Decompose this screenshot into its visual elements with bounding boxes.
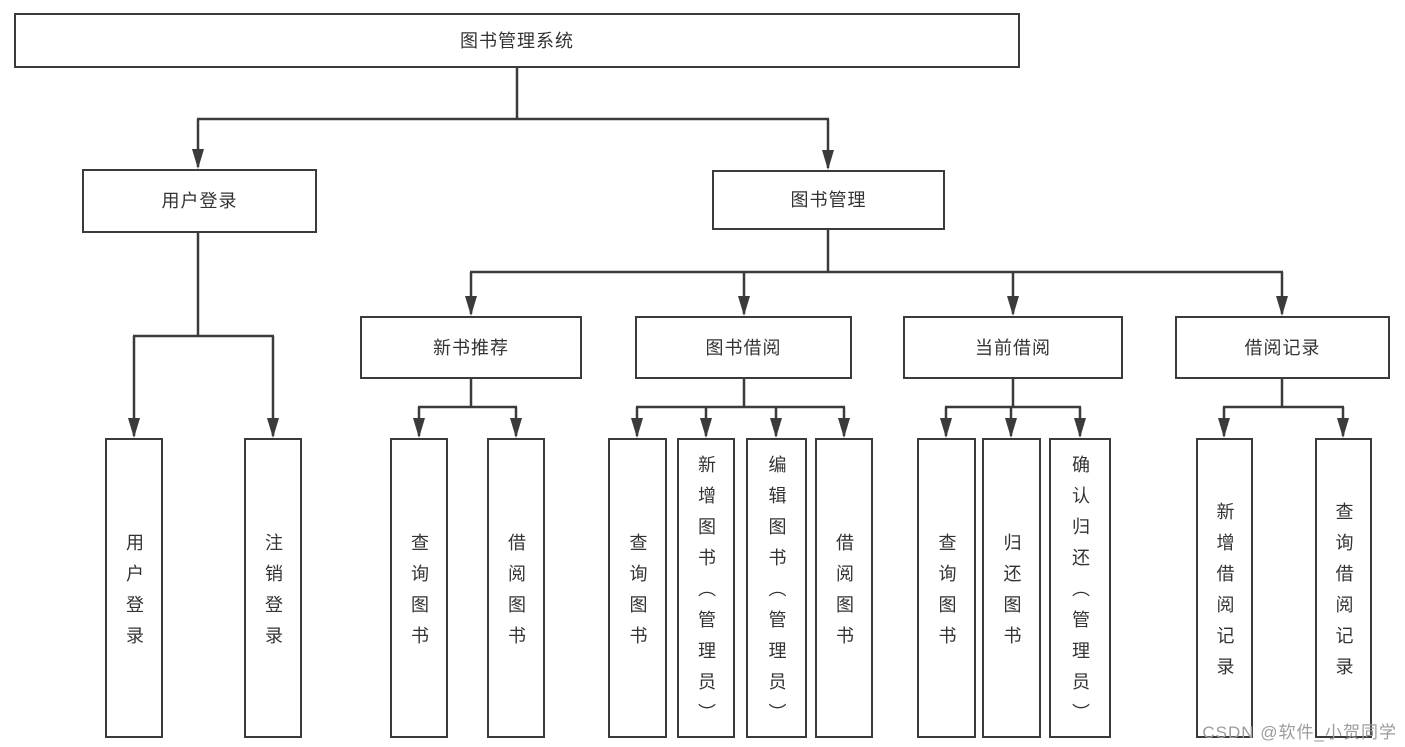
node-leaf-bb-add-label: 新增图书（管理员） <box>696 455 716 734</box>
node-leaf-cb-query-label: 查询图书 <box>936 532 957 657</box>
node-leaf-bb-borrow-label: 借阅图书 <box>834 532 854 657</box>
node-leaf-cb-query: 查询图书 <box>917 438 976 738</box>
node-current-borrow-label: 当前借阅 <box>975 337 1051 358</box>
node-leaf-nb-borrow: 借阅图书 <box>487 438 545 738</box>
node-leaf-cb-confirm: 确认归还（管理员） <box>1049 438 1111 738</box>
node-leaf-cb-return: 归还图书 <box>982 438 1041 738</box>
node-leaf-cb-confirm-label: 确认归还（管理员） <box>1070 455 1090 734</box>
node-leaf-bb-borrow: 借阅图书 <box>815 438 873 738</box>
node-book-borrow-label: 图书借阅 <box>705 337 782 358</box>
node-new-book-rec-label: 新书推荐 <box>433 337 509 358</box>
node-book-mgmt: 图书管理 <box>712 170 945 230</box>
node-leaf-br-add: 新增借阅记录 <box>1196 438 1253 738</box>
node-leaf-bb-query: 查询图书 <box>608 438 667 738</box>
node-leaf-cb-return-label: 归还图书 <box>1001 532 1022 657</box>
node-leaf-br-query: 查询借阅记录 <box>1315 438 1372 738</box>
node-current-borrow: 当前借阅 <box>903 316 1123 379</box>
node-leaf-bb-query-label: 查询图书 <box>627 532 648 657</box>
node-root-label: 图书管理系统 <box>460 30 574 51</box>
node-book-mgmt-label: 图书管理 <box>790 190 867 210</box>
node-user-login: 用户登录 <box>82 169 317 233</box>
node-leaf-user-login-label: 用户登录 <box>124 532 144 657</box>
node-borrow-record: 借阅记录 <box>1175 316 1390 379</box>
node-leaf-logout: 注销登录 <box>244 438 302 738</box>
node-leaf-logout-label: 注销登录 <box>263 532 283 657</box>
node-leaf-bb-add: 新增图书（管理员） <box>677 438 735 738</box>
node-leaf-br-add-label: 新增借阅记录 <box>1214 501 1235 688</box>
node-user-login-label: 用户登录 <box>161 191 238 211</box>
node-leaf-nb-query-label: 查询图书 <box>409 532 429 657</box>
node-leaf-nb-query: 查询图书 <box>390 438 448 738</box>
node-root: 图书管理系统 <box>14 13 1020 68</box>
csdn-watermark: CSDN @软件_小贺同学 <box>1202 723 1397 742</box>
node-leaf-bb-edit-label: 编辑图书（管理员） <box>766 455 787 734</box>
node-new-book-rec: 新书推荐 <box>360 316 582 379</box>
node-leaf-user-login: 用户登录 <box>105 438 163 738</box>
node-leaf-bb-edit: 编辑图书（管理员） <box>746 438 807 738</box>
node-leaf-nb-borrow-label: 借阅图书 <box>506 532 526 657</box>
node-leaf-br-query-label: 查询借阅记录 <box>1333 501 1354 688</box>
node-borrow-record-label: 借阅记录 <box>1244 337 1321 358</box>
node-book-borrow: 图书借阅 <box>635 316 852 379</box>
